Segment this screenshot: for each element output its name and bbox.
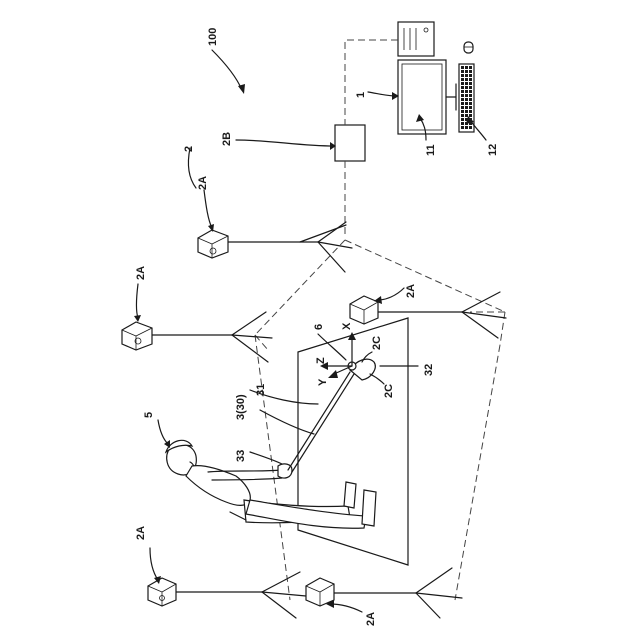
keyboard-key [465, 78, 468, 81]
monitor [398, 60, 456, 134]
camera-right-mid [350, 296, 378, 324]
computer-tower [398, 22, 434, 56]
keyboard-key [469, 90, 472, 93]
keyboard-key [461, 106, 464, 109]
keyboard-key [465, 126, 468, 129]
camera-bottom-right [306, 578, 334, 606]
label-6: 6 [313, 324, 325, 330]
keyboard-key [465, 114, 468, 117]
label-2A-right-mid: 2A [405, 284, 417, 298]
keyboard-key [469, 98, 472, 101]
label-33: 33 [235, 450, 247, 462]
controller-box [335, 125, 365, 161]
keyboard-key [465, 98, 468, 101]
keyboard-key [461, 82, 464, 85]
keyboard-key [461, 122, 464, 125]
label-31: 31 [255, 384, 267, 396]
keyboard-key [469, 102, 472, 105]
keyboard-key [465, 82, 468, 85]
label-2A-bottom-right: 2A [365, 612, 377, 626]
label-2A-bottom-left: 2A [135, 526, 147, 540]
tripod-bottom-right [333, 568, 462, 618]
keyboard-key [461, 74, 464, 77]
label-3-30: 3(30) [235, 394, 247, 420]
label-2A-top: 2A [197, 176, 209, 190]
keyboard-key [465, 94, 468, 97]
label-2: 2 [183, 146, 195, 152]
keyboard-key [465, 102, 468, 105]
camera-bottom-left [148, 578, 176, 606]
keyboard-key [469, 114, 472, 117]
label-1: 1 [355, 92, 367, 98]
keyboard-key [461, 118, 464, 121]
keyboard-key [465, 106, 468, 109]
keyboard-key [469, 106, 472, 109]
label-11: 11 [425, 144, 437, 156]
keyboard-key [461, 90, 464, 93]
label-2C-lower: 2C [383, 384, 395, 398]
keyboard-key [465, 70, 468, 73]
label-2A-left-mid: 2A [135, 266, 147, 280]
label-32: 32 [423, 364, 435, 376]
keyboard-key [465, 110, 468, 113]
camera-top [198, 230, 228, 258]
keyboard-key [461, 98, 464, 101]
label-100: 100 [207, 28, 219, 46]
label-axis-y: Y [317, 378, 329, 386]
keyboard-key [461, 126, 464, 129]
label-12: 12 [487, 144, 499, 156]
keyboard-key [469, 110, 472, 113]
keyboard-key [461, 66, 464, 69]
keyboard-key [461, 78, 464, 81]
keyboard-key [461, 102, 464, 105]
keyboard-key [469, 82, 472, 85]
mouse [464, 42, 473, 53]
keyboard-key [465, 66, 468, 69]
label-2C-upper: 2C [371, 336, 383, 350]
label-2B: 2B [221, 132, 233, 146]
keyboard-key [461, 110, 464, 113]
keyboard-key [465, 86, 468, 89]
keyboard-key [469, 86, 472, 89]
keyboard-key [461, 114, 464, 117]
tripod-top [225, 222, 352, 272]
keyboard-key [465, 74, 468, 77]
keyboard-key [469, 66, 472, 69]
keyboard-key [465, 90, 468, 93]
label-5: 5 [143, 412, 155, 418]
tripod-bottom-left [175, 572, 306, 618]
label-axis-x: X [341, 322, 353, 330]
keyboard-key [469, 78, 472, 81]
camera-left-mid [122, 322, 152, 350]
keyboard-key [461, 70, 464, 73]
keyboard-key [469, 70, 472, 73]
label-axis-z: Z [315, 357, 327, 364]
keyboard-key [461, 94, 464, 97]
tripod-left-mid [150, 312, 272, 362]
keyboard-key [469, 74, 472, 77]
keyboard-key [469, 126, 472, 129]
keyboard-key [461, 86, 464, 89]
keyboard-key [469, 94, 472, 97]
